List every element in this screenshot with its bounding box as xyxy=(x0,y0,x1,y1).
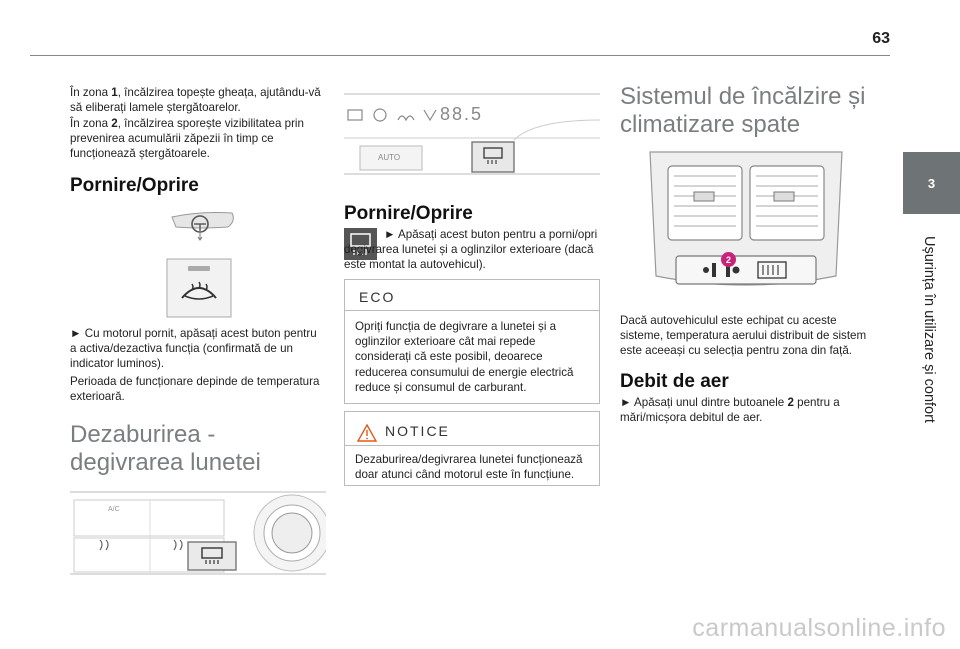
section-title-text: Ușurința în utilizare și confort xyxy=(921,236,937,423)
onoff-heading-2: Pornire/Oprire xyxy=(344,203,473,224)
eco-box: ECO Opriți funcția de degivrare a lunete… xyxy=(344,279,600,404)
zone1-paragraph: În zona 1, încălzirea topește gheața, aj… xyxy=(70,86,321,115)
zone2-paragraph: În zona 2, încălzirea sporește vizibilit… xyxy=(70,117,304,161)
rear-climate-title: Sistemul de încălzire și climatizare spa… xyxy=(620,83,866,138)
rear-defrost-panel-illustration: 88.5 AUTO xyxy=(344,90,600,178)
panel-auto-label: AUTO xyxy=(378,153,401,162)
eco-text: Opriți funcția de degivrare a lunetei și… xyxy=(355,320,574,394)
eco-title: ECO xyxy=(359,289,396,305)
rear-climate-intro: Dacă autovehiculul este echipat cu acest… xyxy=(620,314,867,358)
notice-title: NOTICE xyxy=(385,423,450,439)
callout-2-badge: 2 xyxy=(721,252,736,267)
panel-display: 88.5 xyxy=(440,104,484,124)
notice-divider xyxy=(345,445,599,446)
front-defrost-button[interactable] xyxy=(166,258,232,318)
mirror-illustration xyxy=(170,207,240,242)
notice-text: Dezaburirea/degivrarea lunetei funcțione… xyxy=(355,453,583,482)
warning-icon xyxy=(357,424,377,442)
panel-ac-label: A/C xyxy=(108,506,120,513)
airflow-heading: Debit de aer xyxy=(620,371,729,392)
onoff-step: ► Cu motorul pornit, apăsați acest buton… xyxy=(70,327,317,371)
eco-divider xyxy=(345,310,599,311)
onoff-heading: Pornire/Oprire xyxy=(70,175,199,196)
top-divider xyxy=(30,55,890,56)
section-number: 3 xyxy=(927,175,936,191)
rear-defrost-step: ► Apăsați acest buton pentru a porni/opr… xyxy=(344,228,598,272)
duration-note: Perioada de funcționare depinde de tempe… xyxy=(70,375,320,404)
watermark[interactable]: carmanualsonline.info xyxy=(692,614,946,642)
rear-vent-illustration xyxy=(646,148,846,296)
airflow-step: ► Apăsați unul dintre butoanele 2 pentru… xyxy=(620,396,840,425)
rear-defrost-title: Dezaburirea - degivrarea lunetei xyxy=(70,421,261,476)
section-tab[interactable]: 3 xyxy=(903,152,960,214)
climate-panel-illustration: A/C xyxy=(70,488,326,580)
rear-defrost-icon xyxy=(344,228,377,260)
page-number: 63 xyxy=(872,30,890,47)
section-title-vertical: Ușurința în utilizare și confort xyxy=(887,236,960,436)
notice-box: NOTICE Dezaburirea/degivrarea lunetei fu… xyxy=(344,411,600,486)
